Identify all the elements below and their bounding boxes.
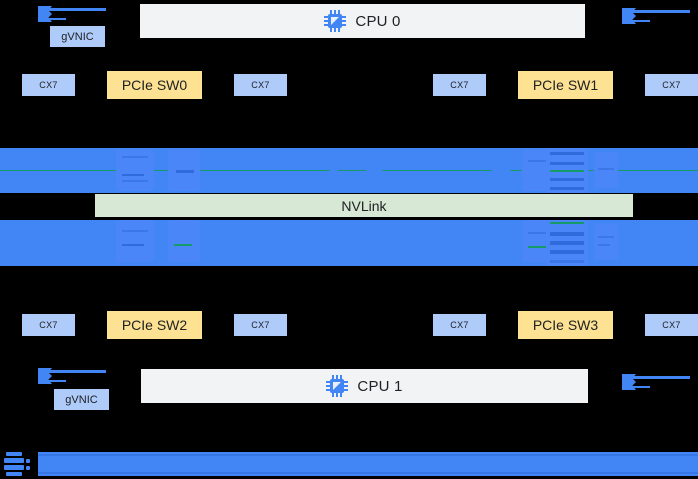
cx7-card-5[interactable]: CX7 [234,314,287,336]
cx7-label: CX7 [39,80,58,90]
pcie-switch-label: PCIe SW2 [121,317,188,333]
cx7-label: CX7 [251,320,270,330]
nvlink-bar[interactable]: NVLink [94,193,634,218]
cpu0-node[interactable]: CPU 0 [140,4,585,38]
cpu1-node[interactable]: CPU 1 [141,369,588,403]
pcie-switch-label: PCIe SW0 [121,77,188,93]
network-plug-icon-top-left [38,6,106,26]
cpu-chip-icon [324,10,347,32]
cpu1-label: CPU 1 [357,377,403,395]
nvlink-label: NVLink [341,197,387,214]
network-plug-icon-bottom-left [38,368,106,388]
pcie-switch-2[interactable]: PCIe SW2 [107,311,202,339]
cx7-label: CX7 [251,80,270,90]
pcie-switch-1[interactable]: PCIe SW1 [518,71,613,99]
network-band [38,452,698,476]
network-plug-icon-bottom-right [622,374,690,394]
gvnic-card-bottom-left[interactable]: gVNIC [54,389,109,410]
pcie-switch-0[interactable]: PCIe SW0 [107,71,202,99]
cx7-card-2[interactable]: CX7 [433,74,486,96]
cpu-chip-icon [326,375,349,397]
pcie-switch-label: PCIe SW1 [532,77,599,93]
gvnic-card-top-left[interactable]: gVNIC [50,26,105,47]
network-plug-icon-top-right [622,8,690,28]
gvnic-label: gVNIC [61,30,94,43]
cx7-card-6[interactable]: CX7 [433,314,486,336]
cx7-card-3[interactable]: CX7 [645,74,698,96]
cx7-card-0[interactable]: CX7 [22,74,75,96]
gpu-fabric-band-bottom [0,220,698,266]
storage-icon [4,452,30,478]
cx7-card-4[interactable]: CX7 [22,314,75,336]
cx7-card-1[interactable]: CX7 [234,74,287,96]
gvnic-label: gVNIC [65,393,98,406]
cx7-label: CX7 [39,320,58,330]
pcie-switch-3[interactable]: PCIe SW3 [518,311,613,339]
gpu-fabric-band-top [0,148,698,193]
cx7-label: CX7 [450,80,469,90]
cx7-label: CX7 [450,320,469,330]
cx7-card-7[interactable]: CX7 [645,314,698,336]
pcie-switch-label: PCIe SW3 [532,317,599,333]
cpu0-label: CPU 0 [355,12,401,30]
cx7-label: CX7 [662,80,681,90]
cx7-label: CX7 [662,320,681,330]
